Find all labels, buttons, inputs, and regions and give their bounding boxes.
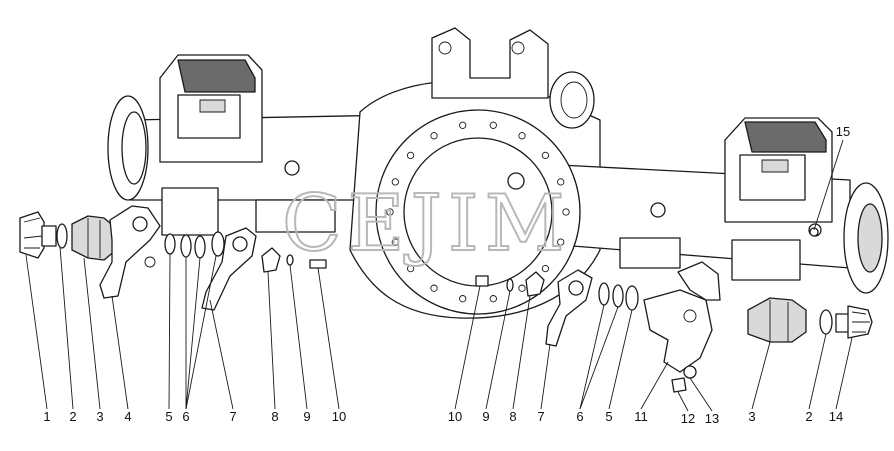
- callout-number: 11: [634, 409, 648, 424]
- leader-line: [83, 257, 101, 410]
- leader-line: [813, 139, 844, 231]
- leader-line: [579, 306, 619, 410]
- callout-number: 4: [124, 409, 131, 424]
- callout-number: 2: [805, 409, 812, 424]
- callout-l8: 8: [267, 271, 279, 424]
- leader-line: [808, 333, 827, 410]
- flange-bolt-holes: [386, 121, 570, 303]
- flange-bolt-hole: [557, 238, 565, 246]
- leader-line: [25, 254, 48, 410]
- callout-r10: 10: [448, 285, 481, 424]
- callout-number: 8: [509, 409, 516, 424]
- leader-line: [209, 299, 234, 410]
- leader-line: [267, 271, 276, 410]
- callout-l3: 3: [83, 257, 104, 424]
- callout-l1: 1: [25, 254, 51, 424]
- callout-number: 14: [829, 409, 843, 424]
- leader-line: [485, 290, 511, 410]
- leader-line: [454, 285, 481, 410]
- callout-r14: 14: [829, 337, 853, 424]
- callout-number: 9: [303, 409, 310, 424]
- callout-number: 3: [96, 409, 103, 424]
- callout-r3: 3: [748, 341, 771, 424]
- callout-l4: 4: [111, 295, 132, 424]
- callout-number: 1: [43, 409, 50, 424]
- callout-l6: 6: [182, 255, 217, 424]
- flange-bolt-hole: [557, 178, 565, 186]
- leader-line: [835, 337, 853, 410]
- flange-bolt-hole: [541, 151, 550, 160]
- flange-bolt-hole: [406, 151, 415, 160]
- leader-line: [689, 377, 713, 412]
- callout-r2: 2: [805, 333, 827, 424]
- callout-r13: 13: [689, 377, 719, 426]
- callout-l5: 5: [165, 253, 173, 424]
- flange-bolt-hole: [459, 295, 467, 303]
- leader-line: [540, 343, 551, 410]
- leader-line: [608, 309, 633, 410]
- flange-bolt-hole: [430, 132, 438, 140]
- callout-number: 7: [537, 409, 544, 424]
- flange-bolt-hole: [489, 121, 497, 129]
- flange-bolt-hole: [518, 132, 526, 140]
- callout-number: 8: [271, 409, 278, 424]
- flange-bolt-hole: [562, 208, 570, 216]
- leader-line: [640, 361, 669, 410]
- callout-number: 5: [165, 409, 172, 424]
- right-parts: [475, 227, 873, 393]
- flange-bolt-hole: [518, 284, 526, 292]
- watermark: CEJIM: [282, 179, 571, 269]
- flange-bolt-hole: [541, 264, 550, 273]
- callout-l9: 9: [289, 264, 311, 424]
- flange-bolt-hole: [406, 264, 415, 273]
- leader-line: [185, 255, 217, 410]
- callout-number: 5: [605, 409, 612, 424]
- leader-line: [579, 304, 605, 410]
- flange-bolt-hole: [391, 238, 399, 246]
- callout-number: 12: [681, 411, 695, 426]
- callout-number: 7: [229, 409, 236, 424]
- callout-r6: 6: [576, 304, 619, 424]
- callout-number: 9: [482, 409, 489, 424]
- leader-line: [111, 295, 129, 410]
- callout-number: 13: [705, 411, 719, 426]
- callout-r9: 9: [482, 290, 511, 424]
- callout-l2: 2: [59, 246, 77, 424]
- callout-number: 10: [332, 409, 346, 424]
- flange-bolt-hole: [489, 295, 497, 303]
- leader-line: [317, 267, 340, 410]
- leader-line: [289, 264, 308, 410]
- leader-line: [677, 391, 689, 412]
- callout-number: 2: [69, 409, 76, 424]
- callout-number: 15: [836, 124, 850, 139]
- callout-r12: 12: [677, 391, 695, 426]
- flange-bolt-hole: [386, 208, 394, 216]
- callout-l7: 7: [209, 299, 237, 424]
- callout-number: 6: [576, 409, 583, 424]
- leader-line: [59, 246, 74, 410]
- callout-r5: 5: [605, 309, 633, 424]
- callout-l10: 10: [317, 267, 346, 424]
- flange-bolt-hole: [391, 178, 399, 186]
- leader-line: [751, 341, 771, 410]
- callout-number: 10: [448, 409, 462, 424]
- leader-line: [512, 295, 531, 410]
- leader-line: [185, 257, 201, 410]
- left-parts: [19, 205, 327, 311]
- callout-r11: 11: [634, 361, 669, 424]
- callout-number: 3: [748, 409, 755, 424]
- flange-bolt-hole: [459, 121, 467, 129]
- callout-r15: 15: [813, 124, 850, 231]
- callout-number: 6: [182, 409, 189, 424]
- callout-r8: 8: [509, 295, 531, 424]
- callout-r7: 7: [537, 343, 551, 424]
- leader-line: [168, 253, 171, 410]
- flange-bolt-hole: [430, 284, 438, 292]
